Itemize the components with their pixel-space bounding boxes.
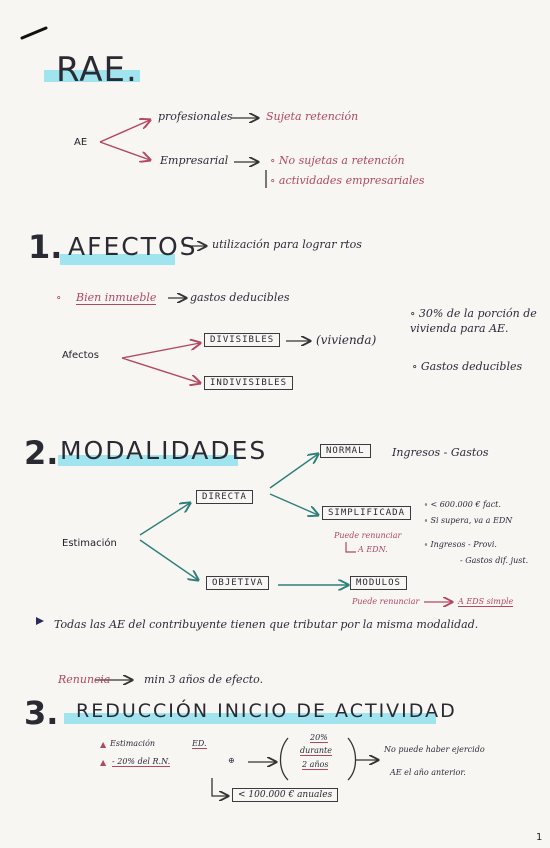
- section2-highlight: [58, 455, 238, 466]
- section1-bullet-result: gastos deducibles: [190, 291, 290, 304]
- section2-root: Estimación: [62, 538, 117, 549]
- page-title: RAE.: [56, 50, 138, 90]
- section3-line1-label: Estimación: [110, 739, 156, 748]
- section1-arrow-text: utilización para lograr rtos: [212, 238, 362, 251]
- box-simplificada: SIMPLIFICADA: [322, 506, 412, 520]
- section1-title: AFECTOS: [68, 232, 198, 261]
- title-highlight: [44, 70, 140, 82]
- section1-bullet: Bien inmueble: [76, 291, 157, 305]
- rae-empresarial-bullet-2: ∘ actividades empresariales: [270, 174, 425, 187]
- section3-line1-value: ED.: [192, 739, 207, 749]
- box-indivisibles: INDIVISIBLES: [204, 376, 294, 390]
- paren-line-2: durante: [300, 746, 332, 756]
- section1-right-note-2: ∘ Gastos deducibles: [412, 360, 523, 373]
- page-number: 1: [536, 832, 543, 843]
- paren-line-3: 2 años: [302, 760, 329, 770]
- section3-title: REDUCCIÓN INICIO DE ACTIVIDAD: [76, 700, 457, 722]
- paren-line-1: 20%: [310, 733, 328, 743]
- section1-root: Afectos: [62, 350, 99, 361]
- simplificada-sub-1: Puede renunciar: [334, 531, 402, 540]
- section1-number: 1.: [28, 228, 63, 266]
- rae-root-label: AE: [74, 137, 88, 148]
- rae-branch-empresarial: Empresarial: [160, 154, 229, 167]
- normal-note: Ingresos - Gastos: [392, 446, 489, 459]
- rae-empresarial-bullet-1: ∘ No sujetas a retención: [270, 154, 405, 167]
- simplificada-sub-2: A EDN.: [358, 545, 388, 554]
- rae-branch-profesionales-result: Sujeta retención: [266, 110, 359, 123]
- section3-right-note-1: No puede haber ejercido: [384, 745, 485, 754]
- section2-number: 2.: [24, 434, 59, 472]
- simplificada-note-3: ∘ Ingresos - Provi.: [424, 540, 497, 549]
- box-divisibles: DIVISIBLES: [204, 333, 281, 347]
- circled-plus-icon: ⊕: [228, 756, 235, 765]
- box-limit: < 100.000 € anuales: [232, 788, 339, 802]
- modulos-target: A EDS simple: [458, 597, 514, 607]
- section1-highlight: [60, 254, 175, 265]
- box-directa: DIRECTA: [196, 490, 253, 504]
- section1-right-note-1: ∘ 30% de la porción de vivienda para AE.: [410, 307, 537, 335]
- modulos-sub: Puede renunciar: [352, 597, 420, 606]
- box-modulos: MODULOS: [350, 576, 407, 590]
- triangle-marker-1: ▲: [100, 740, 107, 749]
- simplificada-note-2: ∘ Si supera, va a EDN: [424, 516, 513, 525]
- section2-title: MODALIDADES: [60, 436, 268, 465]
- bullet-dot: ∘: [56, 291, 62, 304]
- simplificada-note-4: - Gastos dif. just.: [460, 556, 529, 565]
- rae-branch-profesionales: profesionales: [158, 110, 233, 123]
- paren-note-vivienda: (vivienda): [316, 333, 377, 347]
- renuncia-text: min 3 años de efecto.: [144, 673, 264, 686]
- box-objetiva: OBJETIVA: [206, 576, 270, 590]
- box-normal: NORMAL: [320, 444, 371, 458]
- section3-highlight: [64, 713, 436, 724]
- section3-right-note-2: AE el año anterior.: [390, 768, 466, 777]
- section2-rule: Todas las AE del contribuyente tienen qu…: [54, 618, 479, 631]
- section3-number: 3.: [24, 694, 59, 732]
- section3-line2-text: - 20% del R.N.: [112, 757, 171, 767]
- simplificada-note-1: ∘ < 600.000 € fact.: [424, 500, 501, 509]
- renuncia-label: Renuncia: [58, 673, 111, 686]
- triangle-marker-2: ▲: [100, 758, 107, 767]
